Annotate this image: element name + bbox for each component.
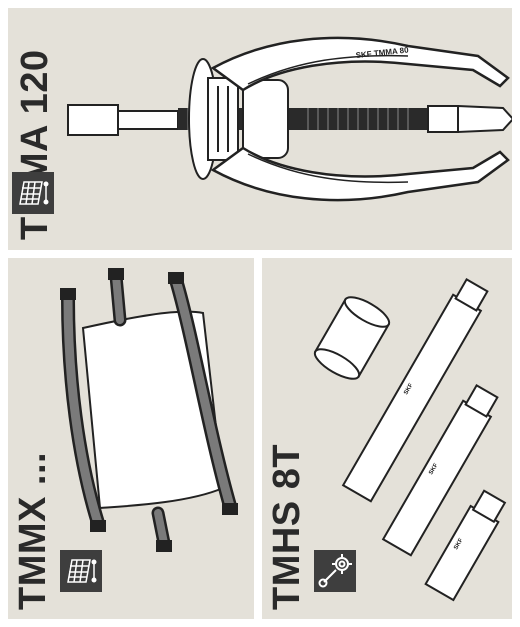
- grid-measure-icon: [60, 550, 102, 592]
- panel-tmmx: TMMX ...: [8, 258, 254, 619]
- strap-puller-illustration: [60, 268, 238, 552]
- svg-text:SKF: SKF: [403, 382, 414, 396]
- panel-tmhs-8t: SKF SKF SKF TMHS 8T: [262, 258, 512, 619]
- product-label: TMHS 8T: [266, 443, 308, 610]
- grid-measure-icon: [12, 172, 54, 214]
- panel-tmma-120: SKF TMMA 80 TMMA 120: [8, 8, 512, 250]
- wrench-gear-icon: [314, 550, 356, 592]
- product-label: TMMX ...: [12, 451, 54, 610]
- puller-illustration: SKF TMMA 80: [67, 36, 512, 202]
- svg-text:SKF: SKF: [428, 462, 439, 476]
- svg-text:SKF: SKF: [453, 537, 464, 551]
- hydraulic-extensions-illustration: SKF SKF SKF: [313, 278, 507, 602]
